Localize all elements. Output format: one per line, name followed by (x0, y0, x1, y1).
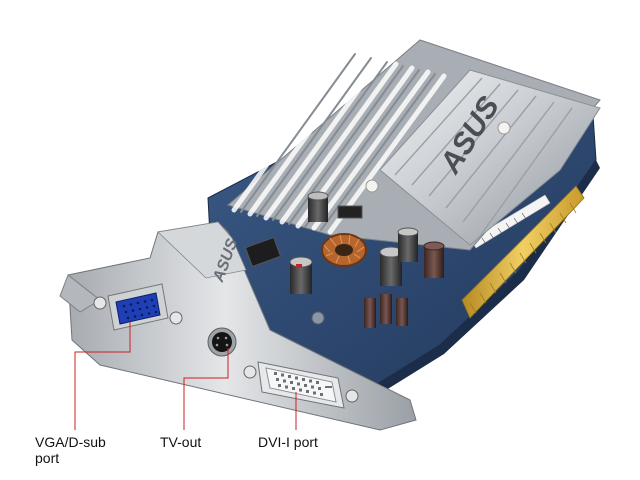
dvi-pins (274, 372, 332, 396)
leader-line-vga (74, 322, 131, 430)
heatsink-pin-2 (497, 121, 511, 135)
sticker-barcode (481, 212, 527, 245)
dvi-screw-right (345, 389, 359, 403)
callout-vga-dsub-port: VGA/D-sub port (35, 434, 106, 466)
toroid-coil-hole (335, 244, 353, 256)
bracket-tongue (59, 274, 101, 313)
leader-line-tv (183, 348, 229, 430)
smd-chip-2 (337, 205, 363, 219)
callout-dvi-line1: DVI-I port (258, 434, 318, 450)
tv-out-port-socket (212, 332, 232, 352)
dvi-screw-left (243, 365, 257, 379)
smd-chip-1 (244, 236, 282, 268)
callout-dvi-i-port: DVI-I port (258, 434, 318, 450)
heatsink-fins (231, 49, 447, 235)
capacitor-3 (379, 246, 403, 286)
pcie-edge-connector (461, 185, 585, 319)
callout-tv-out: TV-out (160, 434, 201, 450)
callout-vga-line2: port (35, 450, 60, 466)
tv-out-pins (215, 336, 229, 347)
capacitor-2 (289, 256, 313, 294)
callout-vga-line1: VGA/D-sub (35, 434, 106, 450)
capacitor-6 (364, 294, 408, 328)
capacitor-1 (307, 191, 329, 222)
heatsink-top-fins (394, 77, 573, 237)
heatsink-pin-1 (365, 179, 379, 193)
vga-screw-right (169, 311, 183, 325)
capacitor-4 (397, 227, 419, 262)
bracket-tab (157, 221, 247, 279)
vga-screw-left (93, 296, 107, 310)
toroid-windings (323, 234, 365, 264)
capacitor-5 (423, 241, 445, 278)
callout-leader-lines (74, 322, 297, 430)
vga-port-socket (115, 292, 161, 325)
pcie-contacts (469, 202, 577, 314)
callout-tv-line1: TV-out (160, 434, 202, 450)
vga-pins (122, 298, 158, 320)
mounting-hole (311, 311, 325, 325)
